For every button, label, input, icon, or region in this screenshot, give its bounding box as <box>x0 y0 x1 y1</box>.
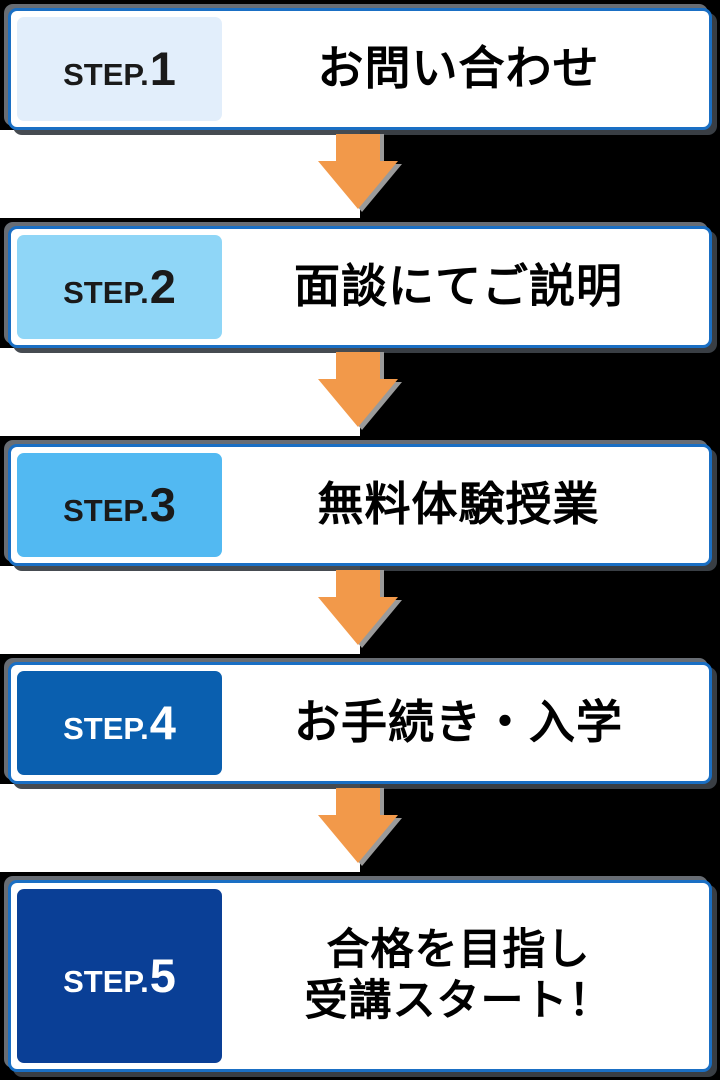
step-badge-2: STEP.2 <box>17 235 222 339</box>
step-label-line-1-0: お問い合わせ <box>317 41 600 96</box>
step-badge-text-3: STEP.3 <box>63 481 176 529</box>
step-label-line-3-0: 無料体験授業 <box>317 477 600 532</box>
arrow-step4-to-step5 <box>314 788 406 870</box>
step-row-3[interactable]: STEP.3 無料体験授業 <box>8 444 712 566</box>
step-badge-word-2: STEP. <box>63 275 149 310</box>
step-badge-4: STEP.4 <box>17 671 222 775</box>
step-row-4[interactable]: STEP.4 お手続き・入学 <box>8 662 712 784</box>
arrow-step1-to-step2 <box>314 134 406 216</box>
step-row-5[interactable]: STEP.5 合格を目指し 受講スタート！ <box>8 880 712 1072</box>
step-badge-text-1: STEP.1 <box>63 45 176 93</box>
step-badge-number-3: 3 <box>149 478 176 531</box>
step-badge-text-2: STEP.2 <box>63 263 176 311</box>
gutter-background-4 <box>0 784 360 872</box>
step-row-1[interactable]: STEP.1 お問い合わせ <box>8 8 712 130</box>
step-label-line-5-1: 受講スタート！ <box>304 976 613 1026</box>
step-label-3: 無料体験授業 <box>222 447 709 563</box>
step-badge-text-5: STEP.5 <box>63 952 176 1000</box>
step-row-2[interactable]: STEP.2 面談にてご説明 <box>8 226 712 348</box>
arrow-step2-to-step3 <box>314 352 406 434</box>
step-badge-5: STEP.5 <box>17 889 222 1063</box>
gutter-background-3 <box>0 566 360 654</box>
gutter-background-2 <box>0 348 360 436</box>
step-label-2: 面談にてご説明 <box>222 229 709 345</box>
step-label-line-5-0: 合格を目指し <box>326 925 591 976</box>
step-label-line-2-0: 面談にてご説明 <box>294 259 623 314</box>
step-badge-word-1: STEP. <box>63 57 149 92</box>
step-badge-text-4: STEP.4 <box>63 699 176 747</box>
step-badge-3: STEP.3 <box>17 453 222 557</box>
step-label-1: お問い合わせ <box>222 11 709 127</box>
step-badge-1: STEP.1 <box>17 17 222 121</box>
arrow-step3-to-step4 <box>314 570 406 652</box>
step-badge-word-4: STEP. <box>63 711 149 746</box>
step-badge-number-2: 2 <box>149 260 176 313</box>
step-badge-word-5: STEP. <box>63 964 149 999</box>
step-label-4: お手続き・入学 <box>222 665 709 781</box>
step-badge-word-3: STEP. <box>63 493 149 528</box>
step-label-line-4-0: お手続き・入学 <box>294 695 623 750</box>
step-label-5: 合格を目指し 受講スタート！ <box>222 883 709 1069</box>
step-badge-number-4: 4 <box>149 696 176 749</box>
gutter-background-1 <box>0 130 360 218</box>
step-badge-number-1: 1 <box>149 42 176 95</box>
step-badge-number-5: 5 <box>149 949 176 1002</box>
